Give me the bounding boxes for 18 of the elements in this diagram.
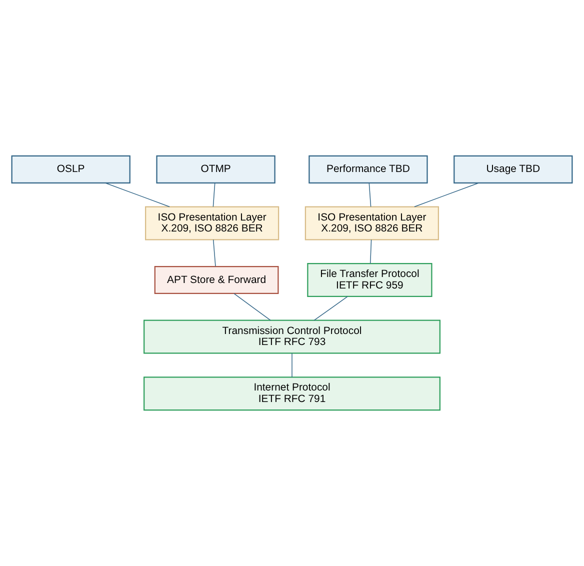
node-box: Performance TBD [308, 155, 428, 184]
connector [212, 239, 216, 267]
connector [368, 182, 372, 208]
connector [105, 182, 170, 208]
connector [314, 296, 348, 321]
node-box: OSLP [11, 155, 130, 184]
node-box: OTMP [156, 155, 276, 184]
node-box: File Transfer Protocol IETF RFC 959 [307, 263, 432, 297]
node-box: Usage TBD [454, 155, 573, 184]
connector [370, 239, 372, 264]
node-box: Internet Protocol IETF RFC 791 [144, 376, 440, 411]
node-box: ISO Presentation Layer X.209, ISO 8826 BER [145, 206, 280, 240]
node-box: APT Store & Forward [154, 266, 279, 294]
connector [212, 182, 216, 208]
connector [414, 182, 479, 208]
connector [234, 293, 271, 321]
node-box: Transmission Control Protocol IETF RFC 793 [144, 320, 440, 354]
node-box: ISO Presentation Layer X.209, ISO 8826 BER [304, 206, 439, 240]
